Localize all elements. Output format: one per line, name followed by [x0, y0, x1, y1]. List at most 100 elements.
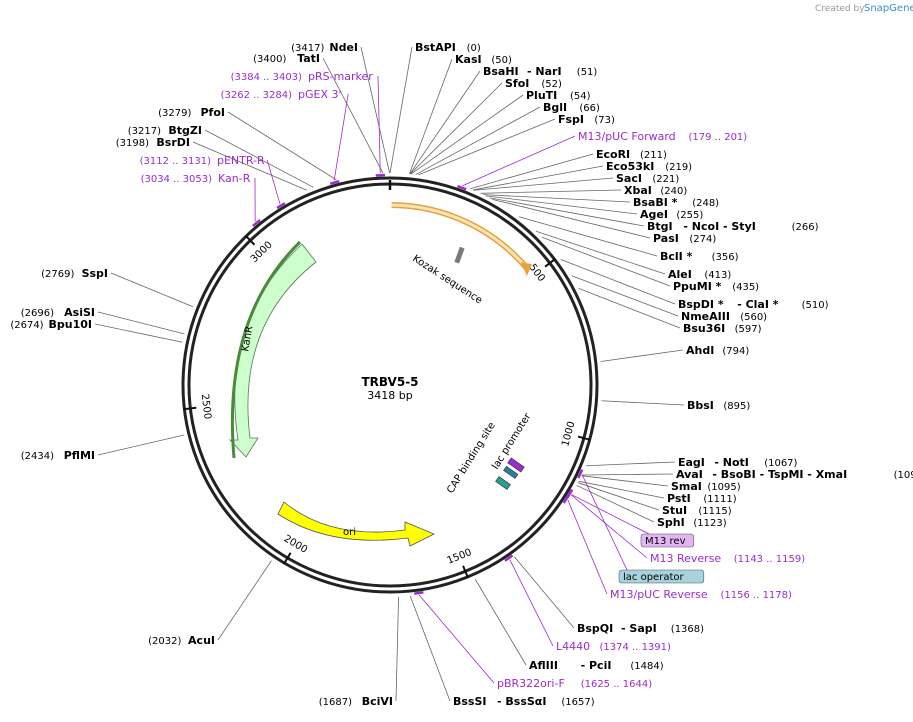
enzyme-site-label[interactable]: FspI(73) [558, 113, 615, 126]
orf-arc-inner [391, 203, 529, 270]
primer-label[interactable]: lac operator [618, 569, 705, 584]
leader-line [518, 216, 658, 257]
primer-label[interactable]: pENTR-R(3112 .. 3131) [140, 154, 265, 167]
enzyme-site-label[interactable]: SacI(221) [616, 172, 679, 185]
primer-label[interactable]: L4440(1374 .. 1391) [556, 640, 671, 653]
enzyme-site-label[interactable]: BglI(66) [543, 101, 600, 114]
leader-line [489, 197, 645, 227]
enzyme-site-label[interactable]: BsaBI *(248) [633, 196, 719, 209]
enzyme-site-label[interactable]: (3198)BsrDI [116, 136, 190, 149]
leader-line [578, 482, 660, 511]
enzyme-name: PfoI [201, 106, 226, 119]
enzyme-site-label[interactable]: BspDI *- ClaI *(510) [678, 298, 829, 311]
enzyme-isoschizomers: - ClaI * [737, 298, 779, 311]
primer-label[interactable]: M13 rev [640, 533, 695, 548]
enzyme-site-label[interactable]: NmeAIII(560) [681, 310, 767, 323]
feature-label-cap: CAP binding site [445, 421, 498, 496]
leader-line [360, 46, 391, 174]
enzyme-site-label[interactable]: Eco53kI(219) [606, 160, 692, 173]
enzyme-isoschizomers: - NarI [527, 65, 562, 78]
enzyme-site-label[interactable]: EcoRI(211) [596, 148, 667, 161]
enzyme-site-label[interactable]: AflIII- PciI(1484) [529, 659, 664, 672]
enzyme-position: (1368) [671, 624, 704, 635]
primer-binding-mark [414, 591, 424, 595]
enzyme-name: SmaI [671, 480, 702, 493]
enzyme-site-label[interactable]: PasI(274) [653, 232, 716, 245]
enzyme-site-label[interactable]: (3217)BtgZI [128, 124, 202, 137]
lac-promoter-box[interactable] [507, 457, 525, 473]
enzyme-name: NdeI [329, 41, 358, 54]
leader-line [581, 473, 674, 476]
primer-label[interactable]: pGEX 3'(3262 .. 3284) [221, 88, 342, 101]
enzyme-name: BsaHI [483, 65, 519, 78]
primer-badge [640, 533, 695, 548]
enzyme-position: (54) [570, 91, 591, 102]
enzyme-site-label[interactable]: (2696)AsiSI [21, 306, 95, 319]
kozak-box[interactable] [454, 246, 465, 264]
enzyme-site-label[interactable]: (2434)PflMI [21, 449, 95, 462]
enzyme-site-label[interactable]: BssSI- BssSαI(1657) [453, 695, 595, 708]
enzyme-position: (510) [802, 300, 829, 311]
enzyme-site-label[interactable]: BsaHI- NarI(51) [483, 65, 597, 78]
enzyme-site-label[interactable]: Bsu36I(597) [683, 322, 762, 335]
enzyme-site-label[interactable]: BtgI- NcoI - StyI(266) [647, 220, 819, 233]
enzyme-site-label[interactable]: BspQI- SapI(1368) [577, 622, 704, 635]
enzyme-site-label[interactable]: (2032)AcuI [148, 634, 215, 647]
primer-label[interactable]: M13 Reverse(1143 .. 1159) [650, 552, 805, 565]
enzyme-site-label[interactable]: BstAPI(0) [415, 41, 481, 54]
enzyme-name: FspI [558, 113, 584, 126]
feature-label-kozak: Kozak sequence [410, 253, 484, 306]
enzyme-position: (240) [660, 186, 687, 197]
credit-brand: SnapGene [864, 3, 913, 14]
enzyme-site-label[interactable]: BbsI(895) [687, 399, 750, 412]
primer-label[interactable]: M13/pUC Forward(179 .. 201) [578, 130, 747, 143]
enzyme-site-label[interactable]: SmaI(1095) [671, 480, 741, 493]
leader-line [192, 141, 307, 191]
enzyme-site-label[interactable]: (3417)NdeI [291, 41, 358, 54]
cap-site-box[interactable] [495, 476, 511, 490]
primer-label[interactable]: pRS-marker(3384 .. 3403) [231, 70, 374, 83]
primer-name: Kan-R [218, 172, 251, 185]
enzyme-site-label[interactable]: AgeI(255) [640, 208, 703, 221]
ori-arrow[interactable] [277, 501, 435, 547]
enzyme-site-label[interactable]: EagI- NotI(1067) [678, 456, 798, 469]
enzyme-site-label[interactable]: AhdI(794) [686, 344, 749, 357]
leader-line [509, 559, 554, 647]
primer-label[interactable]: pBR322ori-F(1625 .. 1644) [497, 677, 652, 690]
enzyme-name: Bsu36I [683, 322, 725, 335]
enzyme-name: KasI [455, 53, 482, 66]
enzyme-site-label[interactable]: StuI(1115) [662, 504, 732, 517]
enzyme-site-label[interactable]: (3400)TatI [253, 52, 320, 65]
enzyme-site-label[interactable]: (1687)BciVI [319, 695, 393, 708]
enzyme-site-label[interactable]: PstI(1111) [667, 492, 737, 505]
enzyme-site-label[interactable]: SfoI(52) [505, 77, 562, 90]
enzyme-site-label[interactable]: SphI(1123) [657, 516, 727, 529]
enzyme-site-label[interactable]: AvaI- BsoBI - TspMI - XmaI(1093) [676, 468, 913, 481]
feature-layer [229, 202, 532, 547]
enzyme-position: (3279) [158, 108, 191, 119]
primer-range: (1156 .. 1178) [721, 590, 793, 601]
enzyme-site-label[interactable]: KasI(50) [455, 53, 512, 66]
leader-line [418, 118, 556, 176]
lac-operator-box[interactable] [503, 465, 519, 479]
enzyme-site-label[interactable]: XbaI(240) [624, 184, 687, 197]
enzyme-name: AleI [668, 268, 692, 281]
enzyme-site-label[interactable]: PpuMI *(435) [673, 280, 759, 293]
enzyme-site-label[interactable]: PluTI(54) [526, 89, 591, 102]
tick-mark [577, 435, 591, 441]
leader-line [578, 480, 665, 499]
primer-label[interactable]: Kan-R(3034 .. 3053) [141, 172, 251, 185]
enzyme-site-label[interactable]: (3279) PfoI [158, 106, 225, 119]
enzyme-position: (2696) [21, 308, 54, 319]
enzyme-name: AvaI [676, 468, 703, 481]
enzyme-site-label[interactable]: (2769)SspI [41, 267, 108, 280]
enzyme-site-label[interactable]: AleI(413) [668, 268, 731, 281]
enzyme-position: (2674) [10, 320, 43, 331]
enzyme-name: BtgI [647, 220, 673, 233]
primer-label[interactable]: M13/pUC Reverse(1156 .. 1178) [610, 588, 792, 601]
tick-label: 1500 [446, 547, 474, 567]
leader-line [97, 434, 185, 456]
enzyme-site-label[interactable]: BclI *(356) [660, 250, 739, 263]
enzyme-position: (1115) [698, 506, 731, 517]
enzyme-site-label[interactable]: (2674)Bpu10I [10, 318, 92, 331]
